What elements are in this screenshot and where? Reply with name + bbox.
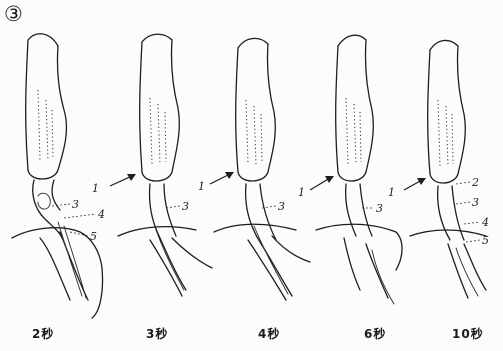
mucosa-folds bbox=[346, 98, 361, 164]
caption-3s: 3秒 bbox=[146, 325, 168, 342]
panel-2s: 3 4 5 bbox=[12, 34, 105, 318]
label-1: 1 bbox=[388, 186, 395, 199]
tube-top-cap bbox=[338, 35, 366, 46]
label-1: 1 bbox=[198, 180, 205, 193]
arrow-1 bbox=[110, 176, 132, 186]
base-tissue bbox=[118, 227, 212, 296]
upper-tube-outline bbox=[140, 40, 180, 172]
label-3-leader bbox=[52, 204, 70, 206]
label-3: 3 bbox=[376, 202, 383, 215]
lower-channel bbox=[149, 184, 186, 290]
panel-3s: 1 3 bbox=[92, 34, 212, 296]
sphincter-ring bbox=[142, 172, 172, 181]
base-tissue bbox=[12, 228, 103, 318]
label-4-leader bbox=[464, 222, 480, 224]
upper-tube-outline bbox=[336, 40, 374, 172]
label-5-leader bbox=[466, 240, 480, 242]
arrow-1 bbox=[310, 178, 330, 190]
caption-4s: 4秒 bbox=[258, 325, 280, 342]
label-4-leader bbox=[64, 214, 96, 218]
tube-top-cap bbox=[28, 34, 58, 46]
lower-fibers bbox=[372, 250, 394, 304]
label-4: 4 bbox=[97, 208, 105, 221]
label-3: 3 bbox=[472, 196, 479, 209]
label-2-leader bbox=[456, 182, 470, 184]
upper-tube-outline bbox=[26, 40, 67, 170]
mucosa-folds bbox=[246, 100, 262, 164]
panel-10s: 1 2 3 4 5 bbox=[388, 40, 489, 298]
sphincter-ring bbox=[338, 172, 366, 181]
tube-top-cap bbox=[430, 40, 458, 50]
panel-4s: 1 3 bbox=[198, 38, 310, 300]
tube-top-cap bbox=[142, 34, 172, 42]
upper-tube-outline bbox=[236, 44, 276, 172]
panel-6s: 1 3 bbox=[298, 35, 402, 304]
mucosa-folds bbox=[38, 90, 53, 160]
lower-channel bbox=[246, 184, 292, 296]
base-tissue bbox=[214, 224, 310, 300]
base-tissue bbox=[316, 224, 402, 298]
sphincter-ring bbox=[28, 170, 58, 179]
label-3: 3 bbox=[72, 198, 79, 211]
bolus-outline bbox=[38, 193, 50, 209]
label-1: 1 bbox=[298, 186, 305, 199]
label-5: 5 bbox=[482, 234, 489, 247]
label-3: 3 bbox=[278, 200, 285, 213]
base-tissue bbox=[410, 230, 486, 298]
label-5: 5 bbox=[90, 230, 97, 243]
mucosa-folds bbox=[438, 100, 453, 166]
caption-2s: 2秒 bbox=[32, 325, 54, 342]
caption-10s: 10秒 bbox=[452, 325, 484, 342]
caption-6s: 6秒 bbox=[364, 325, 386, 342]
label-2: 2 bbox=[471, 176, 479, 189]
label-1: 1 bbox=[92, 182, 99, 195]
mucosa-folds bbox=[150, 98, 166, 164]
label-4: 4 bbox=[481, 216, 489, 229]
sphincter-ring bbox=[430, 174, 458, 183]
lower-channel bbox=[346, 184, 372, 236]
sphincter-ring bbox=[238, 172, 268, 181]
label-3: 3 bbox=[182, 200, 189, 213]
lower-channel bbox=[438, 186, 464, 240]
tube-top-cap bbox=[238, 38, 268, 48]
lower-fibers bbox=[456, 248, 478, 296]
label-3-leader bbox=[456, 202, 470, 204]
label-3-leader bbox=[166, 206, 180, 208]
